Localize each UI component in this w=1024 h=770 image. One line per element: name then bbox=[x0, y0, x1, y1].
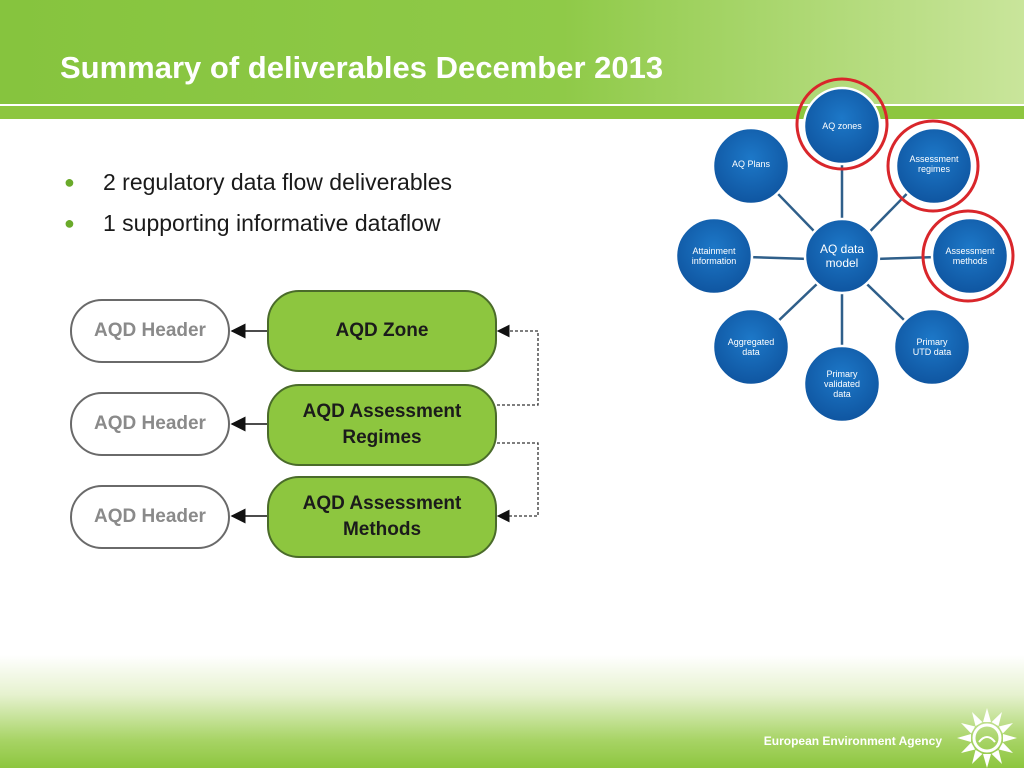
organisation-name: European Environment Agency bbox=[763, 734, 942, 748]
label-line: AQ Plans bbox=[731, 159, 771, 169]
deliverable-label: AQD Zone bbox=[335, 320, 429, 341]
deliverable-label-line2: Regimes bbox=[342, 427, 422, 448]
highlight-ring-assessment-regimes bbox=[886, 119, 980, 213]
label-line: data bbox=[742, 347, 760, 357]
aqd-header-box-2: AQD Header bbox=[70, 392, 230, 456]
node-primary-validated-data bbox=[802, 344, 882, 424]
node-center-aq-data-model bbox=[803, 217, 881, 295]
bullet-dot-icon: ● bbox=[64, 172, 75, 192]
title-divider bbox=[0, 106, 1024, 119]
label-line: data bbox=[833, 389, 851, 399]
deliverable-label-line1: AQD Assessment bbox=[302, 493, 462, 514]
label-line: Aggregated bbox=[727, 337, 775, 347]
label-line: UTD data bbox=[912, 347, 952, 357]
label-line: Primary bbox=[916, 337, 948, 347]
bullet-dot-icon: ● bbox=[64, 213, 75, 233]
node-circles bbox=[674, 86, 1010, 424]
node-assessment-regimes bbox=[894, 126, 974, 206]
node-primary-utd-data bbox=[892, 307, 972, 387]
bullet-item: ● 1 supporting informative dataflow bbox=[64, 207, 452, 248]
header-label: AQD Header bbox=[94, 413, 206, 434]
slide-title: Summary of deliverables December 2013 bbox=[60, 50, 664, 85]
title-bar bbox=[0, 0, 1024, 104]
bullet-text: 2 regulatory data flow deliverables bbox=[103, 169, 453, 195]
dashed-link-regimes-to-zone bbox=[496, 324, 539, 406]
aqd-header-box-3: AQD Header bbox=[70, 485, 230, 549]
node-aq-zones bbox=[802, 86, 882, 166]
header-label: AQD Header bbox=[94, 506, 206, 527]
node-aggregated-data bbox=[711, 307, 791, 387]
highlight-rings bbox=[795, 77, 1015, 303]
label-line: AQ zones bbox=[822, 121, 862, 131]
deliverable-label-line2: Methods bbox=[342, 519, 422, 540]
header-label: AQD Header bbox=[94, 320, 206, 341]
eea-sun-logo-icon bbox=[957, 708, 1017, 768]
label-line: Attainment bbox=[692, 246, 736, 256]
label-line: regimes bbox=[917, 164, 950, 174]
node-attainment-information bbox=[674, 216, 754, 296]
bullet-item: ● 2 regulatory data flow deliverables bbox=[64, 166, 452, 207]
label-line: Assessment bbox=[945, 246, 995, 256]
highlight-ring-assessment-methods bbox=[921, 209, 1015, 303]
label-line: methods bbox=[952, 256, 988, 266]
deliverable-label-line1: AQD Assessment bbox=[302, 401, 462, 422]
label-line: validated bbox=[823, 379, 861, 389]
label-line: Assessment bbox=[909, 154, 959, 164]
footer-band bbox=[0, 655, 1024, 768]
node-label-aq-zones: AQ zones bbox=[822, 121, 862, 131]
highlight-ring-aq-zones bbox=[795, 77, 889, 171]
label-line: AQ data bbox=[819, 242, 865, 256]
aqd-zone-box: AQD Zone bbox=[267, 290, 497, 372]
label-line: information bbox=[691, 256, 737, 266]
bullet-list: ● 2 regulatory data flow deliverables ● 1 … bbox=[64, 166, 452, 248]
bullet-text: 1 supporting informative dataflow bbox=[103, 210, 441, 236]
label-line: Primary bbox=[826, 369, 858, 379]
label-line: model bbox=[825, 256, 859, 270]
node-aq-plans bbox=[711, 126, 791, 206]
node-assessment-methods bbox=[930, 216, 1010, 296]
dashed-link-regimes-to-methods bbox=[496, 442, 539, 523]
node-label-aq-plans: AQ Plans bbox=[732, 159, 770, 169]
aqd-header-box-1: AQD Header bbox=[70, 299, 230, 363]
